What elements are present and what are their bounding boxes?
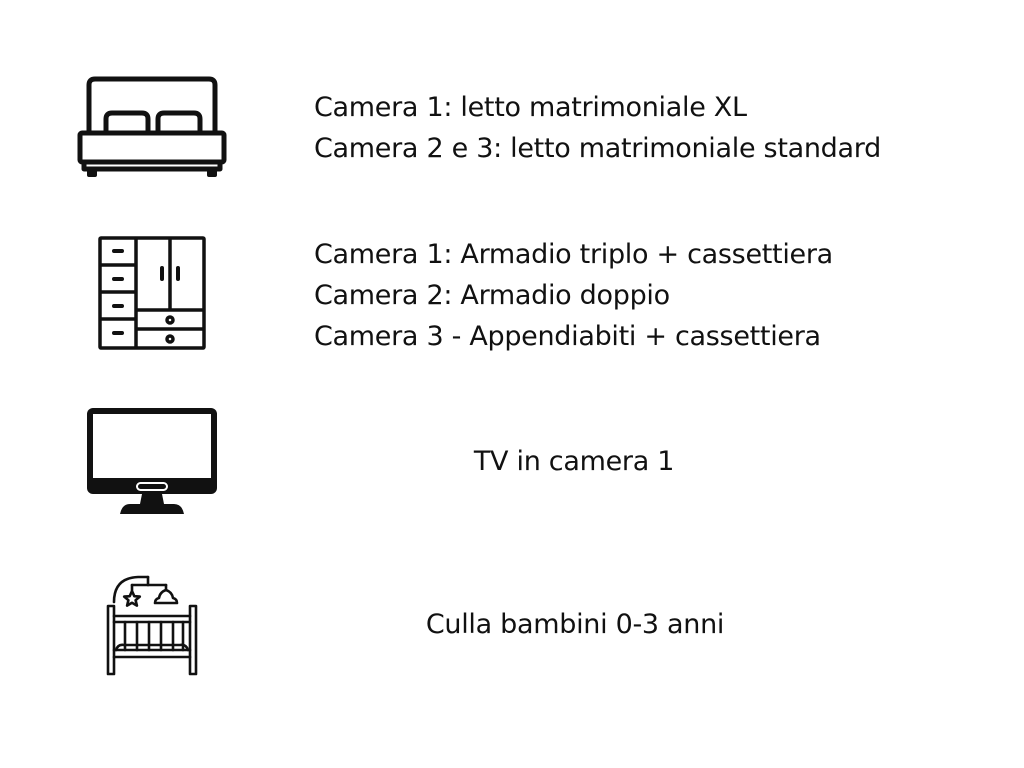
feature-line: Camera 2: Armadio doppio: [314, 280, 670, 311]
crib-feature-text: Culla bambini 0-3 anni: [375, 604, 775, 645]
wardrobe-icon: [97, 235, 207, 351]
tv-feature-text: TV in camera 1: [374, 441, 774, 482]
tv-icon: [86, 406, 218, 516]
feature-line: Camera 2 e 3: letto matrimoniale standar…: [314, 133, 881, 164]
feature-line: TV in camera 1: [473, 446, 675, 477]
feature-line: Culla bambini 0-3 anni: [425, 609, 725, 640]
crib-icon: [104, 572, 200, 678]
feature-line: Camera 1: letto matrimoniale XL: [314, 92, 747, 123]
bed-feature-text: Camera 1: letto matrimoniale XL Camera 2…: [314, 87, 881, 169]
bed-icon: [76, 75, 228, 180]
wardrobe-feature-text: Camera 1: Armadio triplo + cassettiera C…: [314, 234, 833, 357]
feature-line: Camera 1: Armadio triplo + cassettiera: [314, 239, 833, 270]
feature-line: Camera 3 - Appendiabiti + cassettiera: [314, 321, 821, 352]
